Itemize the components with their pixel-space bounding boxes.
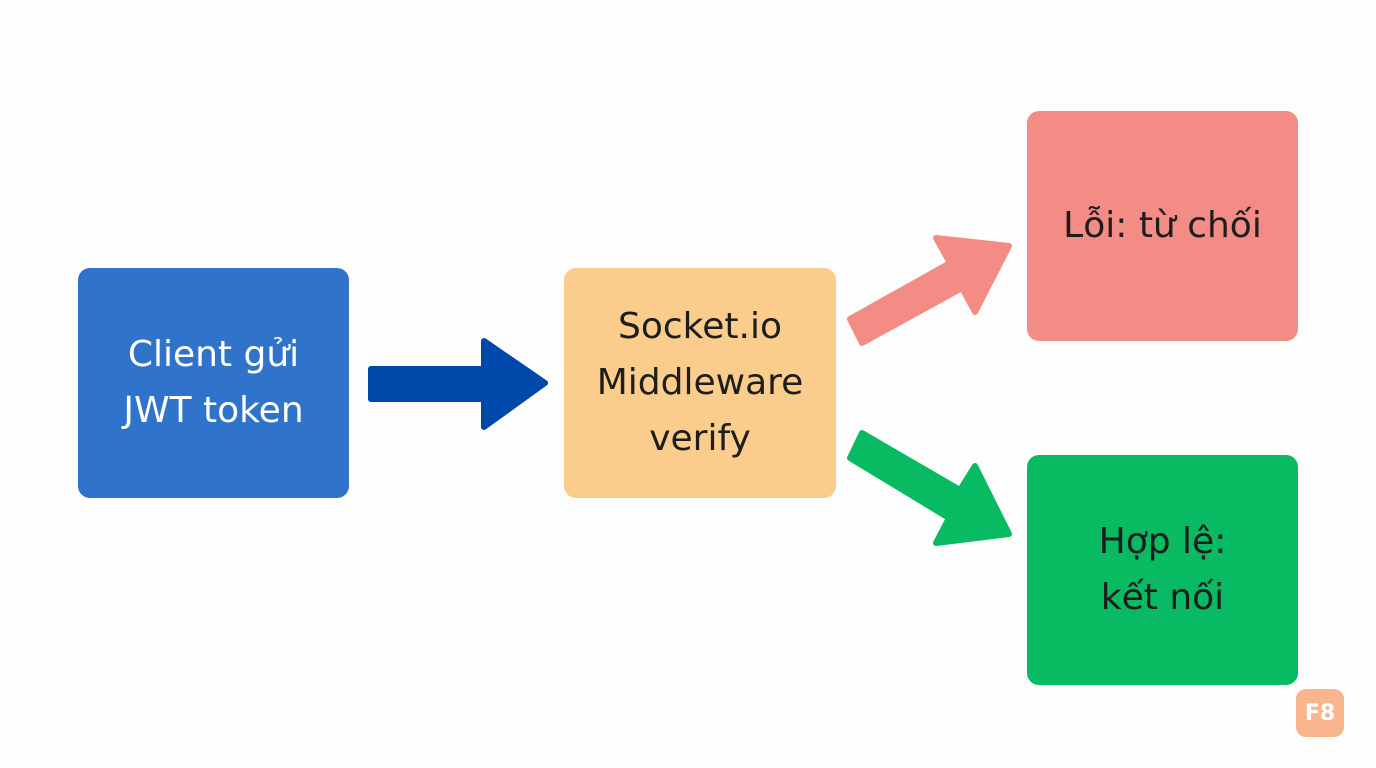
node-client-sends-jwt: Client gửi JWT token — [78, 268, 349, 498]
node-middleware-line-2: Middleware — [596, 362, 804, 403]
node-socketio-middleware-verify: Socket.io Middleware verify — [564, 268, 836, 498]
node-error-line-1: Lỗi: từ chối — [1063, 205, 1262, 246]
node-success-line-2: kết nối — [1100, 577, 1225, 618]
arrow-middleware-to-error — [847, 235, 1012, 346]
node-client-line-1: Client gửi — [127, 334, 300, 375]
node-middleware-line-3: verify — [649, 418, 751, 459]
f8-logo: F8 — [1296, 689, 1344, 737]
arrow-client-to-middleware — [368, 338, 548, 430]
node-middleware-line-1: Socket.io — [618, 306, 782, 347]
arrow-middleware-to-success — [847, 430, 1012, 546]
node-error-reject: Lỗi: từ chối — [1027, 111, 1298, 341]
node-success-line-1: Hợp lệ: — [1098, 521, 1227, 562]
node-valid-connect: Hợp lệ: kết nối — [1027, 455, 1298, 685]
node-client-line-2: JWT token — [123, 390, 304, 431]
